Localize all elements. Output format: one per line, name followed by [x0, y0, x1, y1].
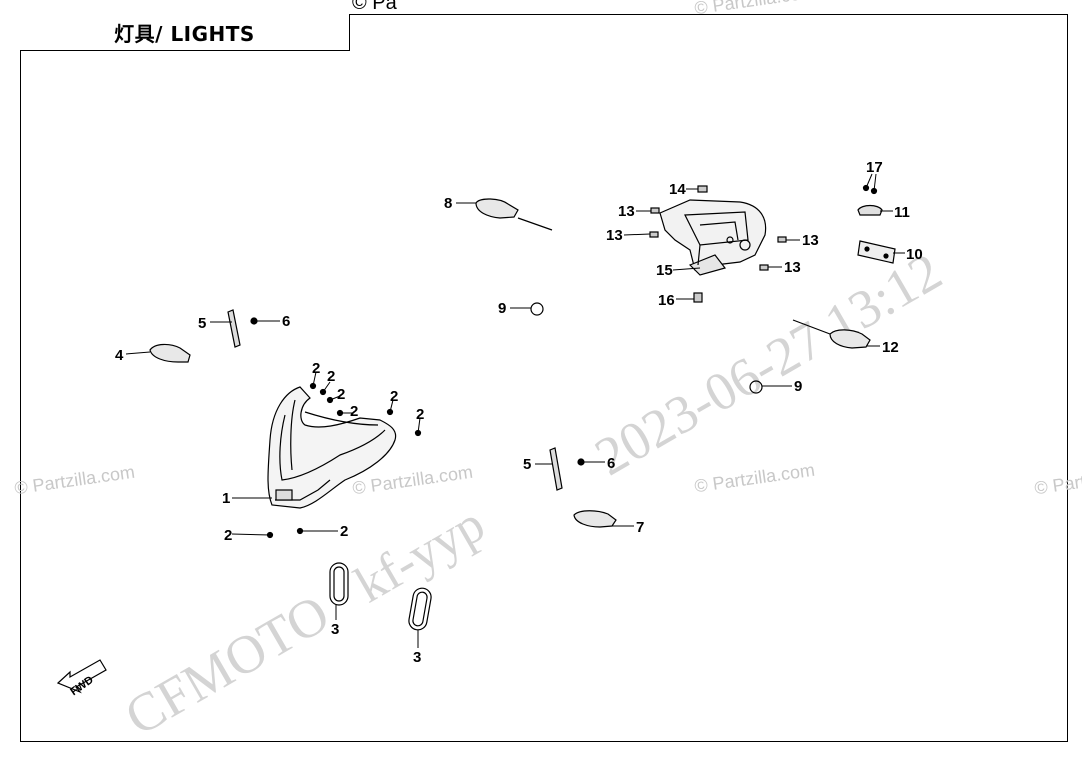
license-light [857, 204, 883, 216]
screw [577, 458, 585, 466]
turn-signal [149, 343, 191, 363]
callout-2: 2 [390, 388, 398, 405]
callout-5: 5 [198, 315, 206, 332]
turn-signal [475, 198, 519, 219]
grommet-ring [530, 302, 544, 316]
callout-13: 13 [802, 232, 819, 249]
callout-2: 2 [416, 406, 424, 423]
callout-10: 10 [906, 246, 923, 263]
diagram-frame [20, 14, 1068, 742]
callout-15: 15 [656, 262, 673, 279]
callout-17: 17 [866, 159, 883, 176]
leader-lines [125, 173, 905, 648]
callout-2: 2 [337, 386, 345, 403]
callout-2: 2 [327, 368, 335, 385]
callout-2: 2 [224, 527, 232, 544]
turn-signal [573, 510, 617, 528]
turn-signal [829, 329, 871, 349]
callout-3: 3 [331, 621, 339, 638]
callout-13: 13 [618, 203, 635, 220]
callout-6: 6 [282, 313, 290, 330]
callout-11: 11 [894, 204, 910, 221]
fwd-arrow [56, 659, 107, 694]
callout-2: 2 [350, 403, 358, 420]
tail-light-assembly [267, 386, 397, 509]
callout-2: 2 [340, 523, 348, 540]
callout-3: 3 [413, 649, 421, 666]
callout-13: 13 [784, 259, 801, 276]
callout-5: 5 [523, 456, 531, 473]
callout-2: 2 [312, 360, 320, 377]
bolt [693, 292, 703, 303]
page-title: 灯具/ LIGHTS [20, 14, 350, 51]
light-bracket-assembly [659, 199, 767, 276]
callout-16: 16 [658, 292, 675, 309]
bracket-strip [227, 309, 241, 348]
callout-7: 7 [636, 519, 644, 536]
license-plate-light-plate [857, 240, 896, 264]
callout-12: 12 [882, 339, 899, 356]
callout-8: 8 [444, 195, 452, 212]
callout-6: 6 [607, 455, 615, 472]
bracket-strip [549, 447, 563, 491]
callout-4: 4 [115, 347, 124, 364]
watermark-partzilla-top: © Pa [352, 0, 397, 14]
callout-14: 14 [669, 181, 686, 198]
callout-13: 13 [606, 227, 623, 244]
callout-1: 1 [222, 490, 230, 507]
reflector [408, 587, 432, 631]
callout-9: 9 [794, 378, 802, 395]
reflector [329, 562, 349, 606]
grommet-ring [749, 380, 763, 394]
callout-9: 9 [498, 300, 506, 317]
